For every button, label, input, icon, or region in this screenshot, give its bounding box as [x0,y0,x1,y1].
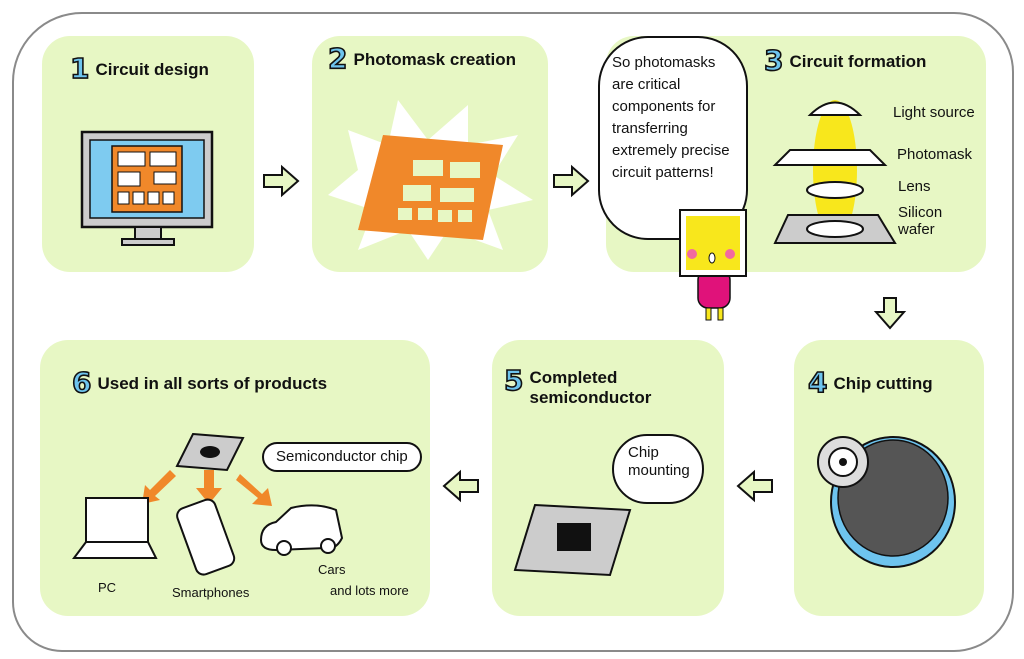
step-2-title: 2 Photomask creation [327,42,516,75]
speech-line: are critical [612,76,681,93]
label-smartphones: Smartphones [172,585,250,600]
speech-bubble: So photomasks are critical components fo… [598,36,748,240]
car-icon [259,504,344,556]
step-title-text: Photomask creation [353,50,516,69]
speech-line: extremely precise [612,142,730,159]
label-light-source: Light source [893,104,975,121]
step-6-title: 6 Used in all sorts of products [71,366,328,399]
step-6-panel [40,340,430,616]
step-number: 2 [327,42,348,75]
callout-line: mounting [628,462,690,479]
speech-line: components for [612,98,716,115]
step-number: 3 [763,44,784,77]
lithography-icon [772,100,897,244]
title-line: Completed [529,368,618,387]
diagram-frame [12,12,1014,652]
label-cars: Cars [318,562,346,577]
callout-line: Chip [628,444,659,461]
semiconductor-chip-callout: Semiconductor chip [262,442,422,472]
speech-line: transferring [612,120,688,137]
step-title-text: Used in all sorts of products [97,374,328,393]
step-number: 6 [71,366,92,399]
speech-line: So photomasks [612,54,716,71]
step-title-text: Circuit design [95,60,209,79]
arrow-left-icon [736,469,773,503]
step-title-text: Circuit formation [789,52,927,71]
chip-mounting-callout: Chip mounting [612,434,704,504]
photomask-icon [328,100,533,260]
step-number: 1 [69,52,90,85]
laptop-icon [72,497,158,559]
label-lots-more: and lots more [330,583,409,598]
arrow-left-icon [442,469,479,503]
orange-arrows [142,470,272,506]
step-number: 5 [503,364,524,397]
arrow-right-icon [263,164,300,198]
step-title-text: Chip cutting [833,374,933,393]
smartphone-icon [176,498,236,576]
label-pc: PC [98,580,117,595]
chip-package-icon [513,503,632,577]
arrow-down-icon [873,297,907,330]
step-3-title: 3 Circuit formation [763,44,927,77]
label-line: wafer [898,221,935,238]
semiconductor-chip-icon [175,432,245,472]
step-4-title: 4 Chip cutting [807,366,933,399]
speech-line: circuit patterns! [612,164,714,181]
step-1-title: 1 Circuit design [69,52,209,85]
step-number: 4 [807,366,828,399]
title-line: semiconductor [529,388,652,407]
monitor-icon [80,130,214,246]
label-line: Silicon [898,204,943,221]
label-lens: Lens [898,178,931,195]
wafer-cutting-icon [817,436,956,568]
photomask-mascot [679,209,747,321]
arrow-right-icon [553,164,590,198]
label-photomask: Photomask [897,146,973,163]
